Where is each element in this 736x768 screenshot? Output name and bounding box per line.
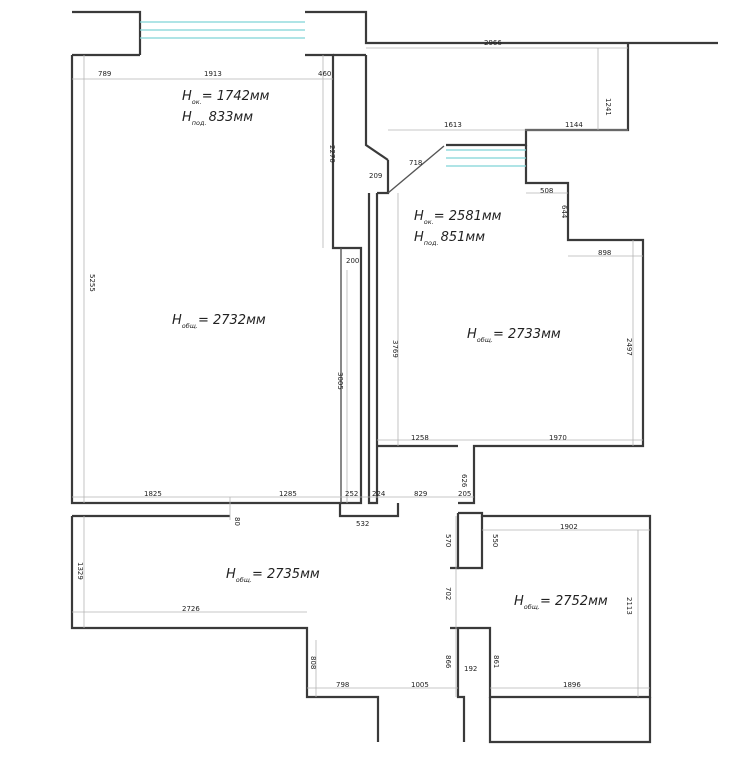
dim-1970: 1970 xyxy=(549,434,567,442)
walls xyxy=(70,10,718,744)
dim-5255: 5255 xyxy=(88,274,96,292)
dim-2497: 2497 xyxy=(625,338,633,356)
dim-3769: 3769 xyxy=(391,340,399,358)
dim-192: 192 xyxy=(464,665,477,673)
dim-1825: 1825 xyxy=(144,490,162,498)
wall-closet xyxy=(456,516,484,570)
dim-570: 570 xyxy=(444,534,452,547)
dim-789: 789 xyxy=(98,70,111,78)
dim-1144: 1144 xyxy=(565,121,583,129)
dim-1613: 1613 xyxy=(444,121,462,129)
dim-80: 80 xyxy=(233,517,241,526)
height-total-hall: Hобщ.= 2735мм xyxy=(226,567,320,584)
wall-corridor-column xyxy=(367,193,379,505)
dim-224: 224 xyxy=(372,490,386,498)
dim-626: 626 xyxy=(460,474,468,488)
dim-829: 829 xyxy=(414,490,427,498)
dim-1241: 1241 xyxy=(604,98,612,116)
height-sill-left: Hпод.833мм xyxy=(182,110,253,127)
dim-1258: 1258 xyxy=(411,434,429,442)
wall-corridor-stub xyxy=(338,503,400,518)
wall-hall-left xyxy=(70,516,380,742)
dim-1285: 1285 xyxy=(279,490,297,498)
height-window-right: Hок.= 2581мм xyxy=(414,209,502,226)
wall-bottom-right-room xyxy=(458,511,652,699)
dim-1902: 1902 xyxy=(560,523,578,531)
dim-798: 798 xyxy=(336,681,349,689)
height-window-left: Hок.= 1742мм xyxy=(182,89,270,106)
height-sill-right: Hпод.851мм xyxy=(414,230,485,247)
dimension-lines xyxy=(72,47,650,697)
dim-3005: 3005 xyxy=(336,372,344,390)
dim-252: 252 xyxy=(345,490,358,498)
dim-2270: 2270 xyxy=(328,145,336,163)
dim-2726: 2726 xyxy=(182,605,200,613)
dim-2113: 2113 xyxy=(625,597,633,615)
height-total-bottom-right: Hобщ.= 2752мм xyxy=(514,594,608,611)
wall-top-left-window-jamb xyxy=(72,10,142,55)
dim-1913: 1913 xyxy=(204,70,222,78)
dim-866: 866 xyxy=(444,655,452,669)
dim-1005: 1005 xyxy=(411,681,429,689)
dim-1329: 1329 xyxy=(76,562,84,580)
dim-808: 808 xyxy=(309,656,317,669)
dimension-labels: 789 1913 460 2966 1241 1613 1144 2270 20… xyxy=(76,39,633,689)
dim-550: 550 xyxy=(491,534,499,547)
dim-200: 200 xyxy=(346,257,359,265)
room-labels: Hок.= 1742мм Hпод.833мм Hобщ.= 2732мм Hо… xyxy=(172,89,608,611)
windows xyxy=(140,21,526,167)
dim-702: 702 xyxy=(444,587,452,600)
wall-right-room xyxy=(458,145,645,505)
wall-hall-right-c xyxy=(456,628,466,742)
dim-532: 532 xyxy=(356,520,369,528)
dim-1896: 1896 xyxy=(563,681,581,689)
dim-460: 460 xyxy=(318,70,331,78)
dim-644: 644 xyxy=(560,205,568,219)
dim-209: 209 xyxy=(369,172,382,180)
dim-205: 205 xyxy=(458,490,471,498)
dim-861: 861 xyxy=(492,655,500,668)
wall-top-right xyxy=(305,10,718,45)
dim-2966: 2966 xyxy=(484,39,502,47)
height-total-left: Hобщ.= 2732мм xyxy=(172,313,266,330)
wall-bottom-right-ext xyxy=(488,697,652,744)
dim-718: 718 xyxy=(409,159,422,167)
dim-508: 508 xyxy=(540,187,553,195)
height-total-right: Hобщ.= 2733мм xyxy=(467,327,561,344)
door-swing-line xyxy=(387,145,445,194)
wall-corridor-top xyxy=(364,55,389,161)
dim-898: 898 xyxy=(598,249,611,257)
